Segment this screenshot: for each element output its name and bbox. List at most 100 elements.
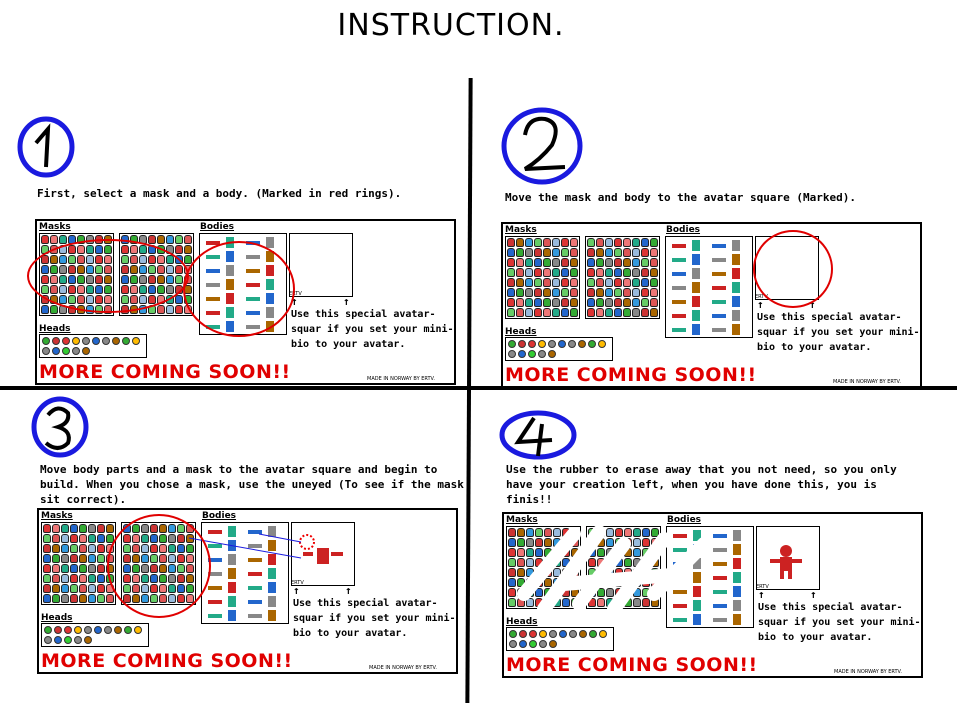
mask-sprite[interactable] — [632, 308, 640, 317]
mask-sprite[interactable] — [650, 268, 658, 277]
mask-sprite[interactable] — [605, 248, 613, 257]
mask-sprite[interactable] — [570, 288, 578, 297]
mask-sprite[interactable] — [106, 524, 114, 533]
mask-sprite[interactable] — [543, 278, 551, 287]
mask-sprite[interactable] — [605, 288, 613, 297]
mask-sprite[interactable] — [525, 238, 533, 247]
mask-sprite[interactable] — [52, 554, 60, 563]
mask-sprite[interactable] — [605, 278, 613, 287]
body-sprite[interactable] — [692, 324, 700, 335]
mask-sprite[interactable] — [70, 584, 78, 593]
mask-sprite[interactable] — [587, 278, 595, 287]
body-sprite[interactable] — [733, 544, 741, 555]
mask-sprite[interactable] — [61, 554, 69, 563]
head-sprite[interactable] — [54, 626, 62, 634]
mask-sprite[interactable] — [517, 568, 525, 577]
mask-sprite[interactable] — [597, 598, 605, 607]
body-sprite[interactable] — [732, 254, 740, 265]
body-sprite[interactable] — [733, 586, 741, 597]
mask-sprite[interactable] — [642, 528, 650, 537]
head-sprite[interactable] — [114, 626, 122, 634]
mask-sprite[interactable] — [552, 278, 560, 287]
mask-sprite[interactable] — [614, 298, 622, 307]
body-sprite[interactable] — [712, 314, 726, 318]
body-sprite[interactable] — [228, 610, 236, 621]
mask-sprite[interactable] — [570, 278, 578, 287]
mask-sprite[interactable] — [88, 534, 96, 543]
head-sprite[interactable] — [548, 350, 556, 358]
body-sprite[interactable] — [693, 586, 701, 597]
mask-sprite[interactable] — [175, 245, 183, 254]
mask-sprite[interactable] — [587, 298, 595, 307]
body-sprite[interactable] — [713, 534, 727, 538]
mask-sprite[interactable] — [632, 258, 640, 267]
mask-sprite[interactable] — [79, 584, 87, 593]
mask-sprite[interactable] — [587, 258, 595, 267]
mask-sprite[interactable] — [596, 308, 604, 317]
mask-sprite[interactable] — [650, 278, 658, 287]
avatar-square[interactable] — [289, 233, 353, 297]
body-sprite[interactable] — [268, 596, 276, 607]
body-sprite[interactable] — [693, 530, 701, 541]
body-sprite[interactable] — [732, 240, 740, 251]
mask-sprite[interactable] — [642, 538, 650, 547]
head-sprite[interactable] — [528, 340, 536, 348]
mask-sprite[interactable] — [517, 558, 525, 567]
mask-sprite[interactable] — [561, 278, 569, 287]
body-sprite[interactable] — [713, 604, 727, 608]
mask-sprite[interactable] — [552, 238, 560, 247]
mask-sprite[interactable] — [614, 268, 622, 277]
body-sprite[interactable] — [673, 604, 687, 608]
mask-sprite[interactable] — [534, 248, 542, 257]
mask-sprite[interactable] — [642, 598, 650, 607]
body-sprite[interactable] — [672, 328, 686, 332]
head-sprite[interactable] — [84, 626, 92, 634]
mask-sprite[interactable] — [535, 548, 543, 557]
body-sprite[interactable] — [268, 610, 276, 621]
mask-sprite[interactable] — [641, 278, 649, 287]
mask-sprite[interactable] — [553, 528, 561, 537]
mask-sprite[interactable] — [97, 564, 105, 573]
mask-sprite[interactable] — [587, 248, 595, 257]
mask-sprite[interactable] — [552, 258, 560, 267]
head-sprite[interactable] — [84, 636, 92, 644]
head-sprite[interactable] — [558, 340, 566, 348]
mask-sprite[interactable] — [43, 534, 51, 543]
body-sprite[interactable] — [248, 530, 262, 534]
body-sprite[interactable] — [268, 526, 276, 537]
mask-sprite[interactable] — [148, 235, 156, 244]
mask-sprite[interactable] — [88, 574, 96, 583]
mask-sprite[interactable] — [553, 568, 561, 577]
head-sprite[interactable] — [74, 636, 82, 644]
mask-sprite[interactable] — [596, 248, 604, 257]
body-sprite[interactable] — [693, 600, 701, 611]
mask-sprite[interactable] — [52, 534, 60, 543]
head-sprite[interactable] — [94, 626, 102, 634]
body-sprite[interactable] — [228, 568, 236, 579]
mask-sprite[interactable] — [526, 538, 534, 547]
body-sprite[interactable] — [692, 282, 700, 293]
mask-sprite[interactable] — [175, 295, 183, 304]
mask-sprite[interactable] — [624, 558, 632, 567]
mask-sprite[interactable] — [535, 528, 543, 537]
head-sprite[interactable] — [508, 350, 516, 358]
mask-sprite[interactable] — [97, 554, 105, 563]
body-sprite[interactable] — [693, 572, 701, 583]
mask-sprite[interactable] — [175, 305, 183, 314]
mask-sprite[interactable] — [43, 584, 51, 593]
mask-sprite[interactable] — [70, 594, 78, 603]
mask-sprite[interactable] — [166, 305, 174, 314]
mask-sprite[interactable] — [508, 588, 516, 597]
mask-sprite[interactable] — [650, 308, 658, 317]
mask-sprite[interactable] — [624, 528, 632, 537]
mask-sprite[interactable] — [614, 238, 622, 247]
head-sprite[interactable] — [529, 640, 537, 648]
head-sprite[interactable] — [549, 640, 557, 648]
mask-sprite[interactable] — [614, 288, 622, 297]
mask-sprite[interactable] — [184, 245, 192, 254]
mask-sprite[interactable] — [50, 235, 58, 244]
mask-sprite[interactable] — [623, 258, 631, 267]
mask-sprite[interactable] — [516, 278, 524, 287]
mask-sprite[interactable] — [633, 598, 641, 607]
mask-sprite[interactable] — [650, 248, 658, 257]
